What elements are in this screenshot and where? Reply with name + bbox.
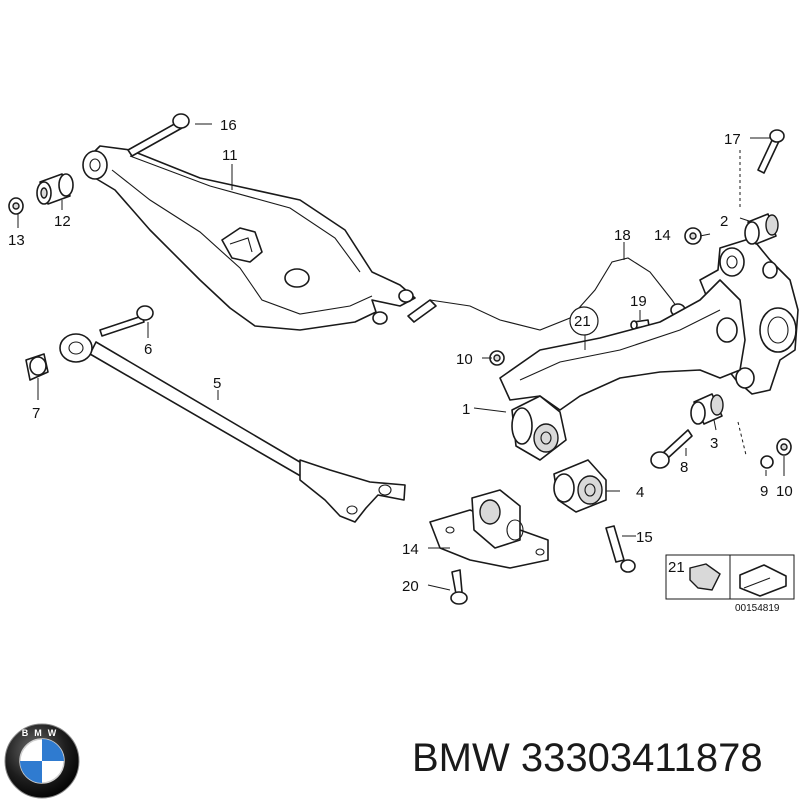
- bmw-logo: BMW: [4, 723, 80, 799]
- callout-10-right: 10: [776, 483, 793, 500]
- bushing-12: [36, 173, 74, 205]
- callout-17: 15: [636, 529, 653, 546]
- callout-15: 17: [724, 131, 741, 148]
- trailing-arm: [499, 279, 746, 411]
- logo-text: BMW: [22, 728, 63, 738]
- upper-control-arm: [82, 145, 416, 331]
- washer-9: [760, 455, 774, 469]
- reference-number: 00154819: [735, 603, 780, 614]
- nut-14-left: [8, 197, 24, 215]
- callout-11: 11: [222, 147, 238, 164]
- callout-21-circle: [569, 306, 599, 336]
- nut-10-upper: [489, 350, 505, 366]
- callout-7: 7: [32, 405, 40, 422]
- callout-9: 9: [760, 483, 768, 500]
- callout-10-upper: 10: [456, 351, 473, 368]
- callout-16: 14: [402, 541, 419, 558]
- bushing-1: [511, 395, 567, 461]
- part-number: 33303411878: [520, 736, 763, 780]
- callout-5: 5: [213, 375, 221, 392]
- callout-14-left: 13: [8, 232, 25, 249]
- nut-14-right: [684, 227, 702, 245]
- callout-14-right: 14: [654, 227, 671, 244]
- bushing-2: [744, 213, 779, 245]
- bushing-4: [553, 459, 607, 513]
- callout-3: 3: [710, 435, 718, 452]
- callout-8: 8: [680, 459, 688, 476]
- callouts: 16 11 12 13 6 7 5 18 19 21 10 1 14 17 2 …: [8, 117, 793, 614]
- callout-21: 21: [574, 313, 591, 330]
- leader-lines: [17, 123, 785, 591]
- mount-16: [429, 489, 549, 569]
- bolt-6: [99, 305, 154, 337]
- bolt-17: [605, 525, 636, 573]
- callout-18: 20: [402, 578, 419, 595]
- callout-4: 4: [636, 484, 644, 501]
- detail-box: [665, 554, 795, 600]
- bolt-18: [450, 569, 468, 605]
- bolt-15: [757, 129, 785, 174]
- nut-10-right: [776, 438, 792, 456]
- brand-line: BMW 33303411878: [412, 736, 763, 781]
- brand-name: BMW: [412, 736, 510, 780]
- bolt-13: [127, 113, 190, 157]
- bushing-3: [690, 393, 724, 425]
- callout-19: 18: [614, 227, 631, 244]
- callout-12: 12: [54, 213, 71, 230]
- callout-6: 6: [144, 341, 152, 358]
- detail-callout-21: 21: [668, 559, 685, 576]
- callout-2: 2: [720, 213, 728, 230]
- tie-rod: [25, 333, 406, 523]
- bolt-8: [650, 429, 693, 469]
- callout-13: 16: [220, 117, 237, 134]
- sensor-wire: [407, 257, 686, 331]
- callout-20: 19: [630, 293, 647, 310]
- callout-1: 1: [462, 401, 470, 418]
